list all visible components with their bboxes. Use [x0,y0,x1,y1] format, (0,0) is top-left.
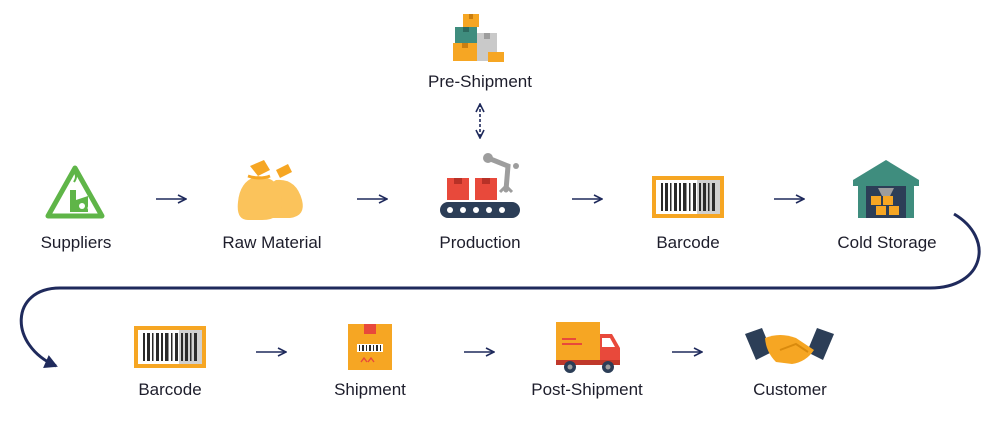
delivery-truck-icon [556,322,620,373]
barcode-label: Barcode [656,233,720,252]
customer-label: Customer [753,380,827,399]
handshake-icon [745,328,834,364]
post-shipment-label: Post-Shipment [531,380,643,399]
sacks-icon [237,160,303,220]
package-icon [348,324,392,370]
raw-material-label: Raw Material [222,233,322,252]
pre-shipment-label: Pre-Shipment [428,72,532,91]
factory-icon [45,165,105,219]
stacked-boxes-icon [453,14,504,62]
conveyor-belt-icon [440,153,520,218]
production-label: Production [439,233,521,252]
suppliers-label: Suppliers [40,233,112,252]
shipment-label: Shipment [334,380,406,399]
cold-storage-label: Cold Storage [837,233,937,252]
barcode-label: Barcode [138,380,202,399]
warehouse-icon [853,160,919,218]
arrow-cold-storage-barcode [19,212,981,368]
barcode-icon [652,176,724,218]
barcode-icon [134,326,206,368]
